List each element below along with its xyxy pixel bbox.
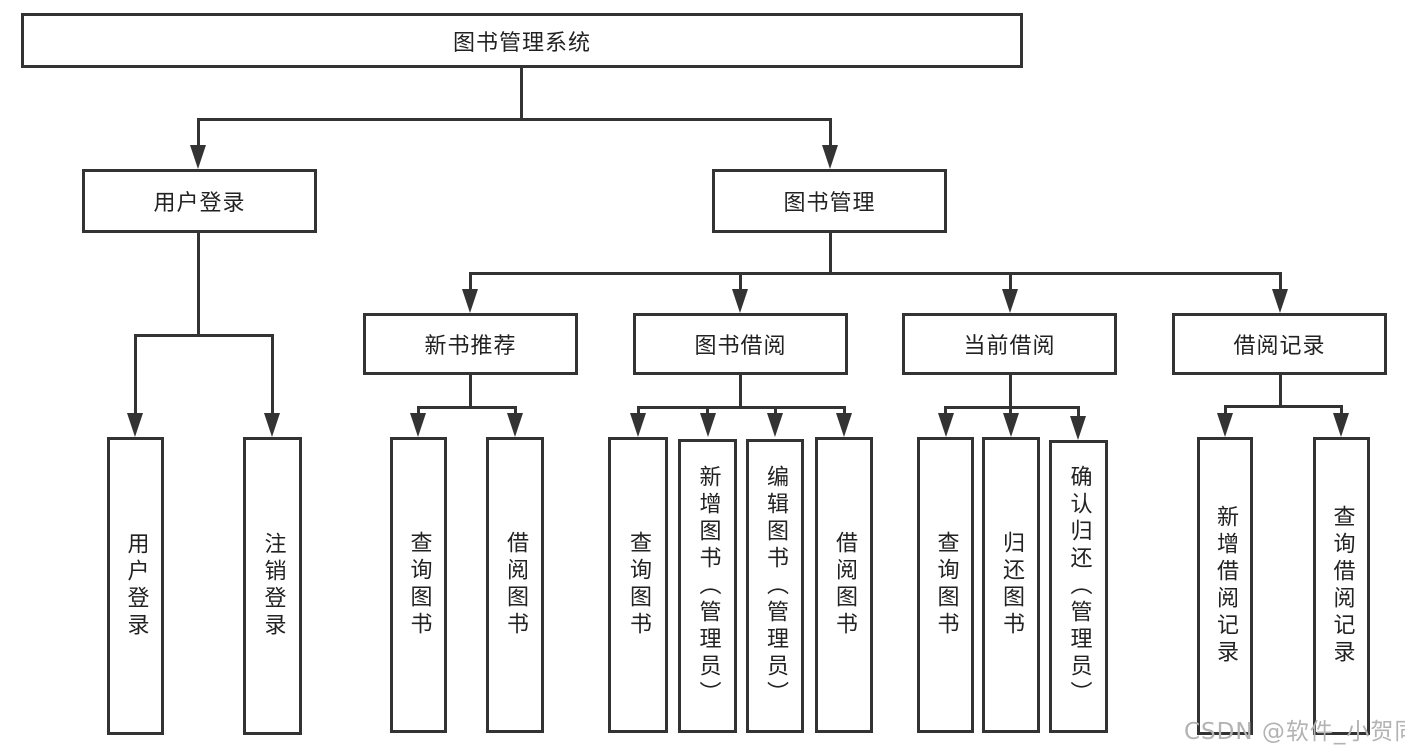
arrowhead-down-icon xyxy=(264,413,280,437)
node-label: 归还图书 xyxy=(999,531,1024,639)
connector-line xyxy=(134,334,137,418)
connector-line xyxy=(197,118,832,121)
node-borrowing-query-books: 查询图书 xyxy=(608,437,668,733)
connector-line xyxy=(829,118,832,148)
connector-line xyxy=(1009,272,1012,294)
node-new-book-recommend: 新书推荐 xyxy=(363,313,578,375)
arrowhead-down-icon xyxy=(822,145,838,169)
node-recommend-borrow-books: 借阅图书 xyxy=(486,437,544,733)
node-root: 图书管理系统 xyxy=(21,13,1023,68)
connector-line xyxy=(469,272,1282,275)
connector-line xyxy=(843,406,846,418)
node-label: 借阅图书 xyxy=(832,531,857,639)
connector-line xyxy=(417,406,517,409)
connector-line xyxy=(1009,372,1012,409)
node-label: 新增借阅记录 xyxy=(1213,505,1238,667)
node-borrowing-records: 借阅记录 xyxy=(1172,313,1387,375)
node-label: 用户登录 xyxy=(123,532,149,640)
watermark-text: CSDN @软件_小贺同学 xyxy=(1184,719,1405,745)
connector-line xyxy=(1279,372,1282,408)
arrowhead-down-icon xyxy=(836,413,852,437)
connector-line xyxy=(637,406,640,418)
connector-line xyxy=(469,372,472,409)
node-label: 查询图书 xyxy=(933,531,959,639)
node-book-management: 图书管理 xyxy=(712,169,947,233)
arrowhead-down-icon xyxy=(1003,413,1019,437)
arrowhead-down-icon xyxy=(700,413,716,437)
node-user-login: 用户登录 xyxy=(82,169,317,233)
node-label: 注销登录 xyxy=(260,532,286,640)
node-borrowing-add-books: 新增图书（管理员） xyxy=(678,439,737,733)
connector-line xyxy=(134,334,274,337)
connector-line xyxy=(514,406,517,418)
node-label: 确认归还（管理员） xyxy=(1066,465,1092,708)
arrowhead-down-icon xyxy=(767,413,783,437)
node-label: 查询图书 xyxy=(626,531,651,639)
connector-line xyxy=(197,118,200,148)
node-label: 新增图书（管理员） xyxy=(695,464,721,708)
node-label: 查询借阅记录 xyxy=(1329,505,1355,667)
node-label: 查询图书 xyxy=(406,531,432,639)
node-current-query-books: 查询图书 xyxy=(917,437,974,733)
arrowhead-down-icon xyxy=(127,413,143,437)
arrowhead-down-icon xyxy=(462,289,478,313)
connector-line xyxy=(1077,406,1080,418)
connector-line xyxy=(829,231,832,275)
node-label: 编辑图书（管理员） xyxy=(763,464,788,708)
arrowhead-down-icon xyxy=(1070,416,1086,440)
arrowhead-down-icon xyxy=(1333,413,1349,437)
arrowhead-down-icon xyxy=(938,413,954,437)
connector-line xyxy=(1224,405,1343,408)
connector-line xyxy=(417,406,420,418)
arrowhead-down-icon xyxy=(630,413,646,437)
connector-line xyxy=(739,272,742,294)
connector-line xyxy=(944,406,947,418)
connector-line xyxy=(520,66,523,120)
node-label: 借阅图书 xyxy=(503,531,528,639)
arrowhead-down-icon xyxy=(1217,413,1233,437)
arrowhead-down-icon xyxy=(190,145,206,169)
connector-line xyxy=(706,406,709,418)
node-records-query-record: 查询借阅记录 xyxy=(1313,437,1370,735)
node-leaf-user-login: 用户登录 xyxy=(107,437,164,735)
connector-line xyxy=(197,231,200,337)
connector-line xyxy=(739,372,742,409)
connector-line xyxy=(271,334,274,418)
node-book-borrowing: 图书借阅 xyxy=(633,313,848,375)
connector-line xyxy=(1279,272,1282,294)
node-recommend-query-books: 查询图书 xyxy=(390,437,447,733)
connector-line xyxy=(469,272,472,294)
arrowhead-down-icon xyxy=(1002,289,1018,313)
node-records-add-record: 新增借阅记录 xyxy=(1197,437,1253,735)
connector-line xyxy=(1009,406,1012,418)
connector-line xyxy=(774,406,777,418)
node-current-borrowing: 当前借阅 xyxy=(902,313,1117,375)
node-current-confirm-return: 确认归还（管理员） xyxy=(1049,440,1108,733)
node-borrowing-borrow-books: 借阅图书 xyxy=(815,437,873,733)
arrowhead-down-icon xyxy=(1272,289,1288,313)
arrowhead-down-icon xyxy=(507,413,523,437)
connector-line xyxy=(1224,405,1227,418)
connector-line xyxy=(944,406,1080,409)
connector-line xyxy=(1340,405,1343,418)
arrowhead-down-icon xyxy=(732,289,748,313)
arrowhead-down-icon xyxy=(410,413,426,437)
node-borrowing-edit-books: 编辑图书（管理员） xyxy=(746,439,804,733)
node-current-return-books: 归还图书 xyxy=(982,437,1040,733)
node-leaf-logout: 注销登录 xyxy=(243,437,302,735)
connector-line xyxy=(637,406,846,409)
